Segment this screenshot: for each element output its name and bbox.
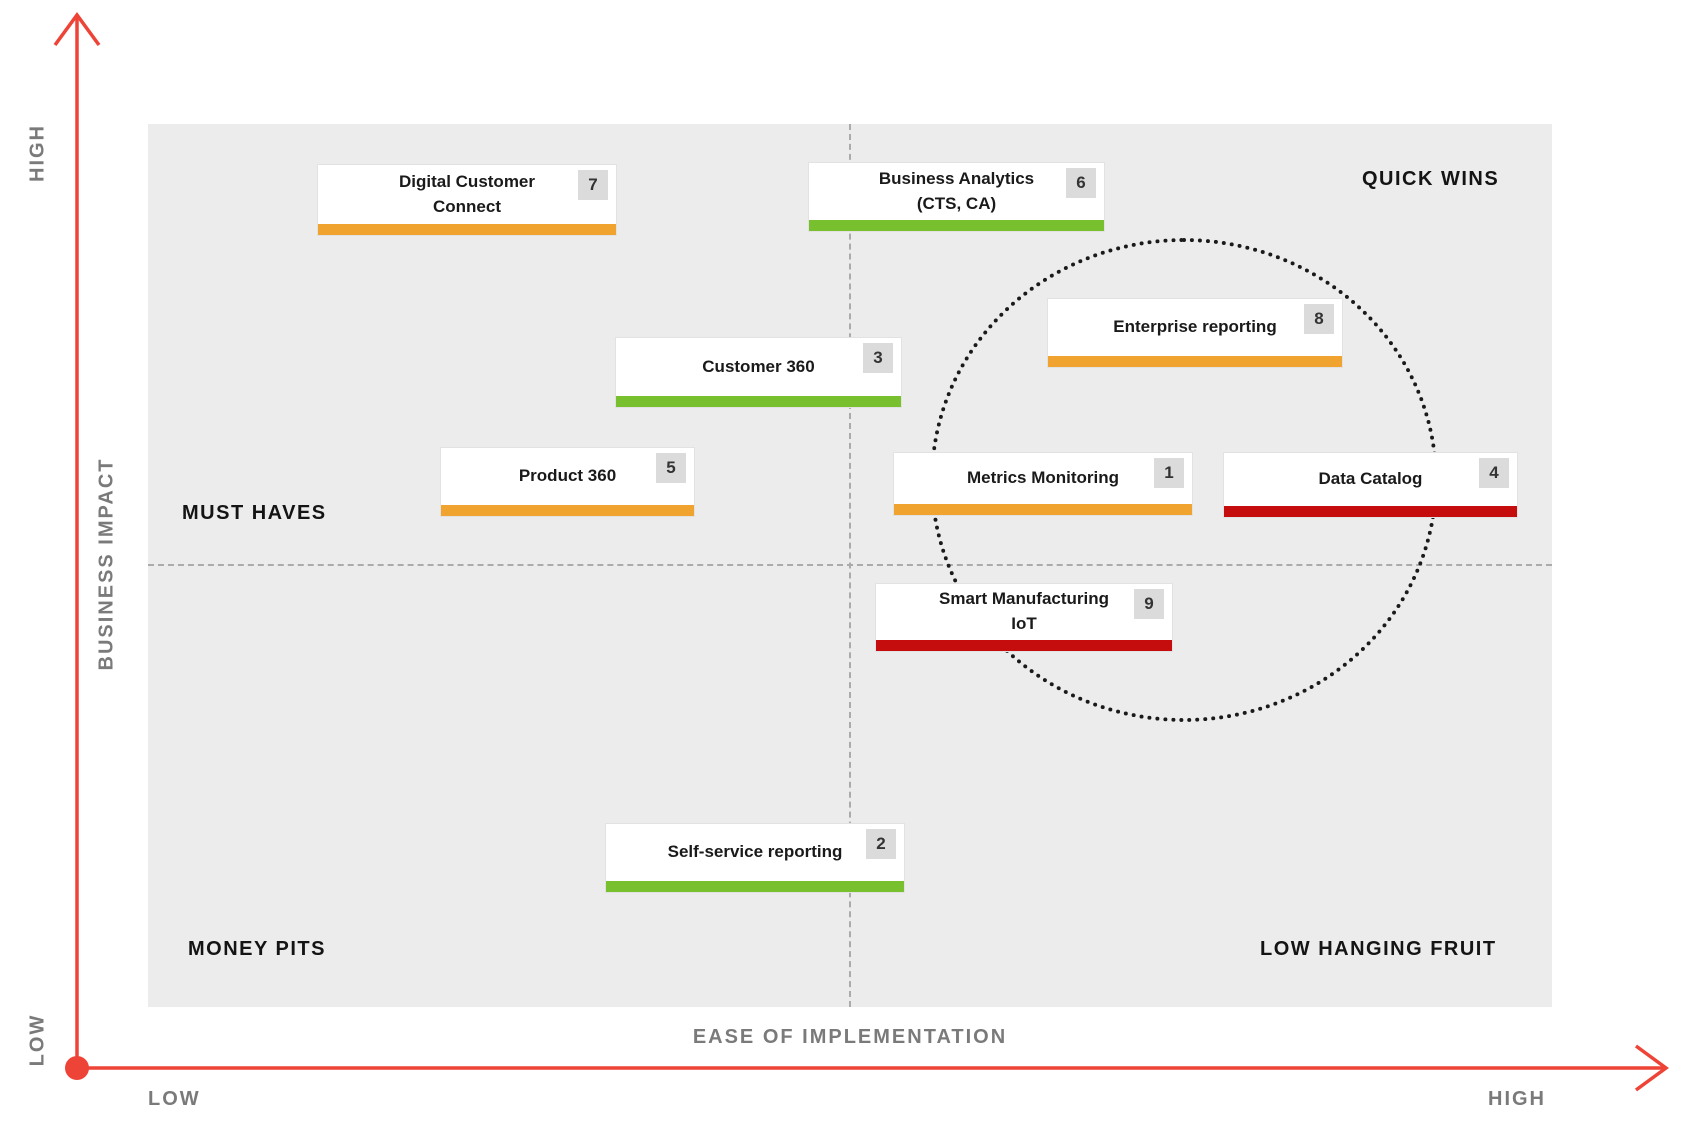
item-number-badge: 6 [1066,168,1096,198]
item-title: Customer 360 [616,338,901,396]
horizontal-divider-line [148,564,1552,566]
item-card-data-catalog: Data Catalog 4 [1223,452,1518,518]
item-status-bar-orange [894,504,1192,515]
item-status-bar-green [606,881,904,892]
item-status-bar-orange [441,505,694,516]
item-status-bar-green [809,220,1104,231]
quadrant-label-money-pits: MONEY PITS [188,938,326,960]
item-number-badge: 8 [1304,304,1334,334]
x-axis-high-label: HIGH [1488,1088,1546,1110]
item-title-line: Product 360 [518,466,617,486]
x-axis-arrowhead-icon [1634,1044,1669,1092]
item-status-bar-orange [1048,356,1342,367]
item-number-badge: 1 [1154,458,1184,488]
item-title: Product 360 [441,448,694,505]
y-axis-title: BUSINESS IMPACT [95,457,118,671]
item-title: Enterprise reporting [1048,299,1342,356]
item-card-enterprise-reporting: Enterprise reporting 8 [1047,298,1343,368]
item-title-line: (CTS, CA) [916,193,997,213]
item-status-bar-green [616,396,901,407]
item-title-line: Data Catalog [1318,469,1423,489]
item-title-line: Self-service reporting [667,842,843,862]
item-title: Business Analytics (CTS, CA) [809,163,1104,220]
item-number-badge: 9 [1134,589,1164,619]
item-title-line: Metrics Monitoring [966,468,1120,488]
item-card-customer-360: Customer 360 3 [615,337,902,408]
x-axis-low-label: LOW [148,1088,201,1110]
quadrant-label-quick-wins: QUICK WINS [1362,168,1500,190]
origin-dot-icon [65,1056,89,1080]
item-number-badge: 5 [656,453,686,483]
item-title: Metrics Monitoring [894,453,1192,504]
item-number-badge: 4 [1479,458,1509,488]
item-card-product-360: Product 360 5 [440,447,695,517]
item-status-bar-orange [318,224,616,235]
quadrant-label-must-haves: MUST HAVES [182,502,327,524]
y-axis-low-label: LOW [26,1013,49,1067]
item-title: Self-service reporting [606,824,904,881]
item-title-line: Smart Manufacturing [938,589,1110,609]
item-card-metrics-monitoring: Metrics Monitoring 1 [893,452,1193,516]
item-title-line: IoT [1011,614,1037,633]
item-status-bar-red [1224,506,1517,517]
y-axis-arrowhead-icon [53,12,101,47]
item-number-badge: 7 [578,170,608,200]
item-card-business-analytics: Business Analytics (CTS, CA) 6 [808,162,1105,232]
item-card-self-service-reporting: Self-service reporting 2 [605,823,905,893]
quadrant-label-low-hanging-fruit: LOW HANGING FRUIT [1260,938,1497,960]
item-number-badge: 3 [863,343,893,373]
item-number-badge: 2 [866,829,896,859]
item-title-line: Enterprise reporting [1113,317,1277,337]
y-axis-high-label: HIGH [26,124,49,182]
x-axis-title: EASE OF IMPLEMENTATION [692,1026,1008,1048]
item-title-line: Customer 360 [702,356,815,376]
item-title-line: Connect [433,196,501,216]
item-title: Data Catalog [1224,453,1517,506]
item-title-line: Digital Customer [398,171,536,191]
item-title-line: Business Analytics [878,168,1035,188]
item-status-bar-red [876,640,1172,651]
